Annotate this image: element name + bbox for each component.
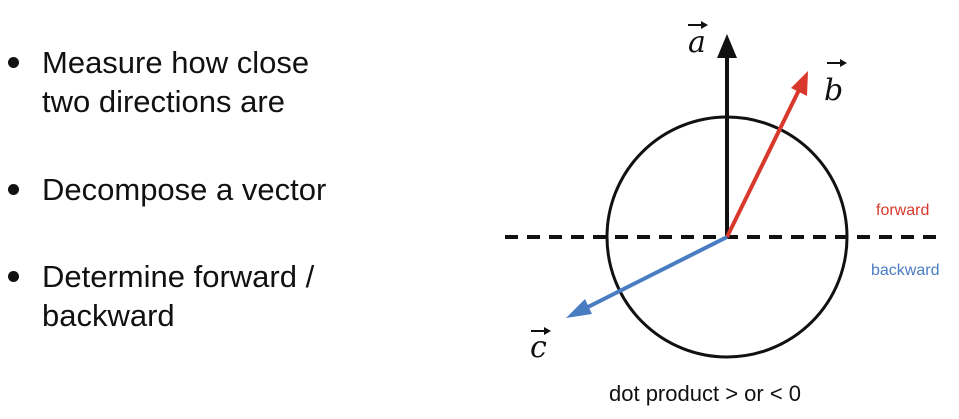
vector-b-label: b: [824, 59, 847, 108]
vector-b-line: [725, 89, 801, 238]
bullet-item: Decompose a vector: [8, 170, 327, 209]
dot-product-caption: dot product > or < 0: [609, 381, 801, 406]
vector-b-arrowhead: [791, 71, 808, 96]
bullet-dot-icon: [8, 271, 19, 282]
bullet-text-line: Decompose a vector: [42, 172, 327, 207]
bullet-text-line: backward: [42, 298, 175, 333]
vector-c-arrow-accent-tip-icon: [544, 327, 551, 335]
vector-a-label-text: a: [688, 25, 706, 60]
bullet-text-line: two directions are: [42, 84, 285, 119]
bullet-dot-icon: [8, 184, 19, 195]
vector-a-label: a: [688, 21, 708, 60]
bullet-dot-icon: [8, 57, 19, 68]
vector-a-arrow-accent-tip-icon: [701, 21, 708, 29]
bullet-item: Measure how close two directions are: [8, 43, 310, 121]
bullet-text-line: Determine forward /: [42, 259, 315, 294]
vector-b-arrow-accent-tip-icon: [840, 59, 847, 67]
vector-c-label-text: c: [530, 330, 547, 365]
vector-c-line: [583, 235, 728, 311]
bullet-list: Measure how close two directions are Dec…: [0, 0, 440, 419]
forward-label: forward: [876, 202, 929, 219]
vector-c-arrowhead: [566, 299, 592, 318]
vector-b-label-text: b: [824, 73, 843, 108]
bullet-text-line: Measure how close: [42, 45, 310, 80]
backward-label: backward: [871, 262, 939, 279]
bullet-item: Determine forward / backward: [8, 257, 315, 335]
vector-c-label: c: [530, 327, 551, 365]
vector-a-arrowhead: [717, 34, 737, 58]
